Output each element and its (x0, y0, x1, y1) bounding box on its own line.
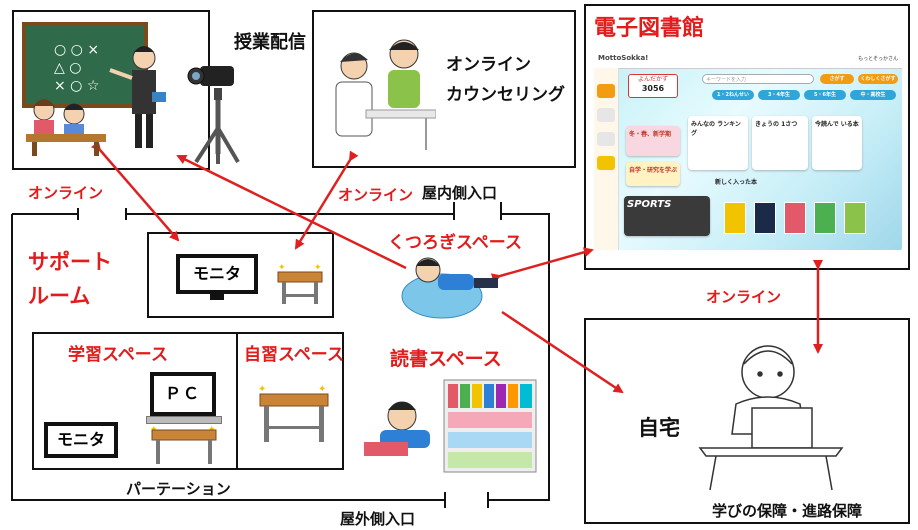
monitor-top-stand (210, 294, 224, 300)
book-cover-1[interactable] (724, 202, 746, 234)
partition-label: パーテーション (126, 480, 231, 498)
library-detail-search-button[interactable]: くわしくさがす (858, 74, 898, 84)
library-screen: MottoSokka! もっとそっかさん よんだかず 3056 キーワードを入力… (594, 52, 902, 250)
banner-new-term[interactable]: 冬・春、新学期 (626, 126, 680, 156)
monitor-top-label: モニタ (192, 264, 241, 283)
library-logo: MottoSokka! (598, 54, 649, 62)
online-label-right: オンライン (706, 288, 782, 306)
grade-tab-1[interactable]: 1・2ねんせい (712, 90, 754, 100)
svg-text:○ ○ ×: ○ ○ × (54, 42, 99, 58)
counseling-label-line1: オンライン (446, 55, 531, 75)
study-space-label: 学習スペース (68, 345, 168, 365)
desk-study-icon: ✦ ✦ (148, 422, 220, 466)
banner-self-study[interactable]: 自学・研究を学ぶ (626, 162, 680, 186)
count-value: 3056 (641, 84, 665, 93)
sidebar-item-help[interactable] (597, 156, 615, 170)
pc-keyboard (146, 416, 222, 424)
study-area-divider (236, 332, 238, 470)
svg-text:✦: ✦ (314, 263, 322, 273)
book-cover-3[interactable] (784, 202, 806, 234)
grade-tab-3[interactable]: 5・6年生 (804, 90, 846, 100)
indoor-entrance-label: 屋内側入口 (422, 184, 498, 202)
sports-banner[interactable]: SPORTS (624, 196, 710, 236)
digital-library-label: 電子図書館 (594, 16, 705, 41)
counseling-label-line2: カウンセリング (446, 85, 565, 105)
relax-illustration (398, 252, 502, 322)
reading-illustration (360, 376, 540, 478)
grade-tab-4[interactable]: 中・高校生 (850, 90, 896, 100)
home-label: 自宅 (638, 416, 680, 440)
outdoor-entrance-label: 屋外側入口 (340, 510, 416, 528)
online-label-center: オンライン (338, 186, 414, 204)
counseling-illustration (326, 26, 437, 154)
book-cover-5[interactable] (844, 202, 866, 234)
pc-icon: ＰＣ (150, 372, 216, 416)
count-label: よんだかず (637, 76, 668, 83)
relax-space-label: くつろぎスペース (388, 233, 522, 253)
support-room-label-line2: ルーム (28, 284, 91, 308)
library-read-count: よんだかず 3056 (628, 74, 678, 98)
todays-book-card[interactable]: きょうの 1さつ (752, 116, 808, 170)
svg-text:△ ○: △ ○ (54, 60, 81, 76)
ranking-card[interactable]: みんなの ランキング (688, 116, 748, 170)
monitor-bottom-label: モニタ (56, 430, 105, 449)
sidebar-item-shelf[interactable] (597, 108, 615, 122)
reading-now-card[interactable]: 今読んで いる本 (812, 116, 862, 170)
monitor-bottom-icon: モニタ (44, 422, 118, 458)
support-room-label-line1: サポート (28, 250, 112, 274)
svg-text:✦: ✦ (318, 384, 326, 395)
sidebar-item-theme[interactable] (597, 132, 615, 146)
library-search-button[interactable]: さがす (820, 74, 854, 84)
video-camera-illustration (182, 58, 242, 168)
svg-text:✦: ✦ (278, 263, 286, 273)
self-study-space-label: 自習スペース (244, 345, 344, 365)
classroom-illustration: ○ ○ × △ ○ × ○ ☆ (22, 18, 172, 158)
learning-guarantee-label: 学びの保障・進路保障 (712, 502, 863, 520)
library-sidebar (594, 68, 619, 250)
library-search-input[interactable]: キーワードを入力 (702, 74, 814, 84)
book-cover-2[interactable] (754, 202, 776, 234)
grade-tab-2[interactable]: 3・4年生 (758, 90, 800, 100)
desk-self-study-icon: ✦ ✦ (256, 382, 332, 446)
pc-label: ＰＣ (164, 384, 201, 403)
desk-top-icon: ✦ ✦ (274, 260, 326, 308)
library-topbar: MottoSokka! もっとそっかさん (594, 52, 902, 69)
sidebar-item-top[interactable] (597, 84, 615, 98)
svg-text:× ○ ☆: × ○ ☆ (54, 78, 99, 94)
book-cover-4[interactable] (814, 202, 836, 234)
reading-space-label: 読書スペース (390, 348, 502, 370)
online-label-left: オンライン (28, 184, 104, 202)
class-stream-label: 授業配信 (234, 32, 306, 53)
arrow-relax-to-library (490, 247, 594, 283)
new-arrivals-header: 新しく入った本 (715, 179, 758, 186)
svg-text:✦: ✦ (258, 384, 266, 395)
home-study-illustration (696, 334, 846, 494)
monitor-top-icon: モニタ (176, 254, 258, 294)
library-user[interactable]: もっとそっかさん (858, 56, 898, 62)
